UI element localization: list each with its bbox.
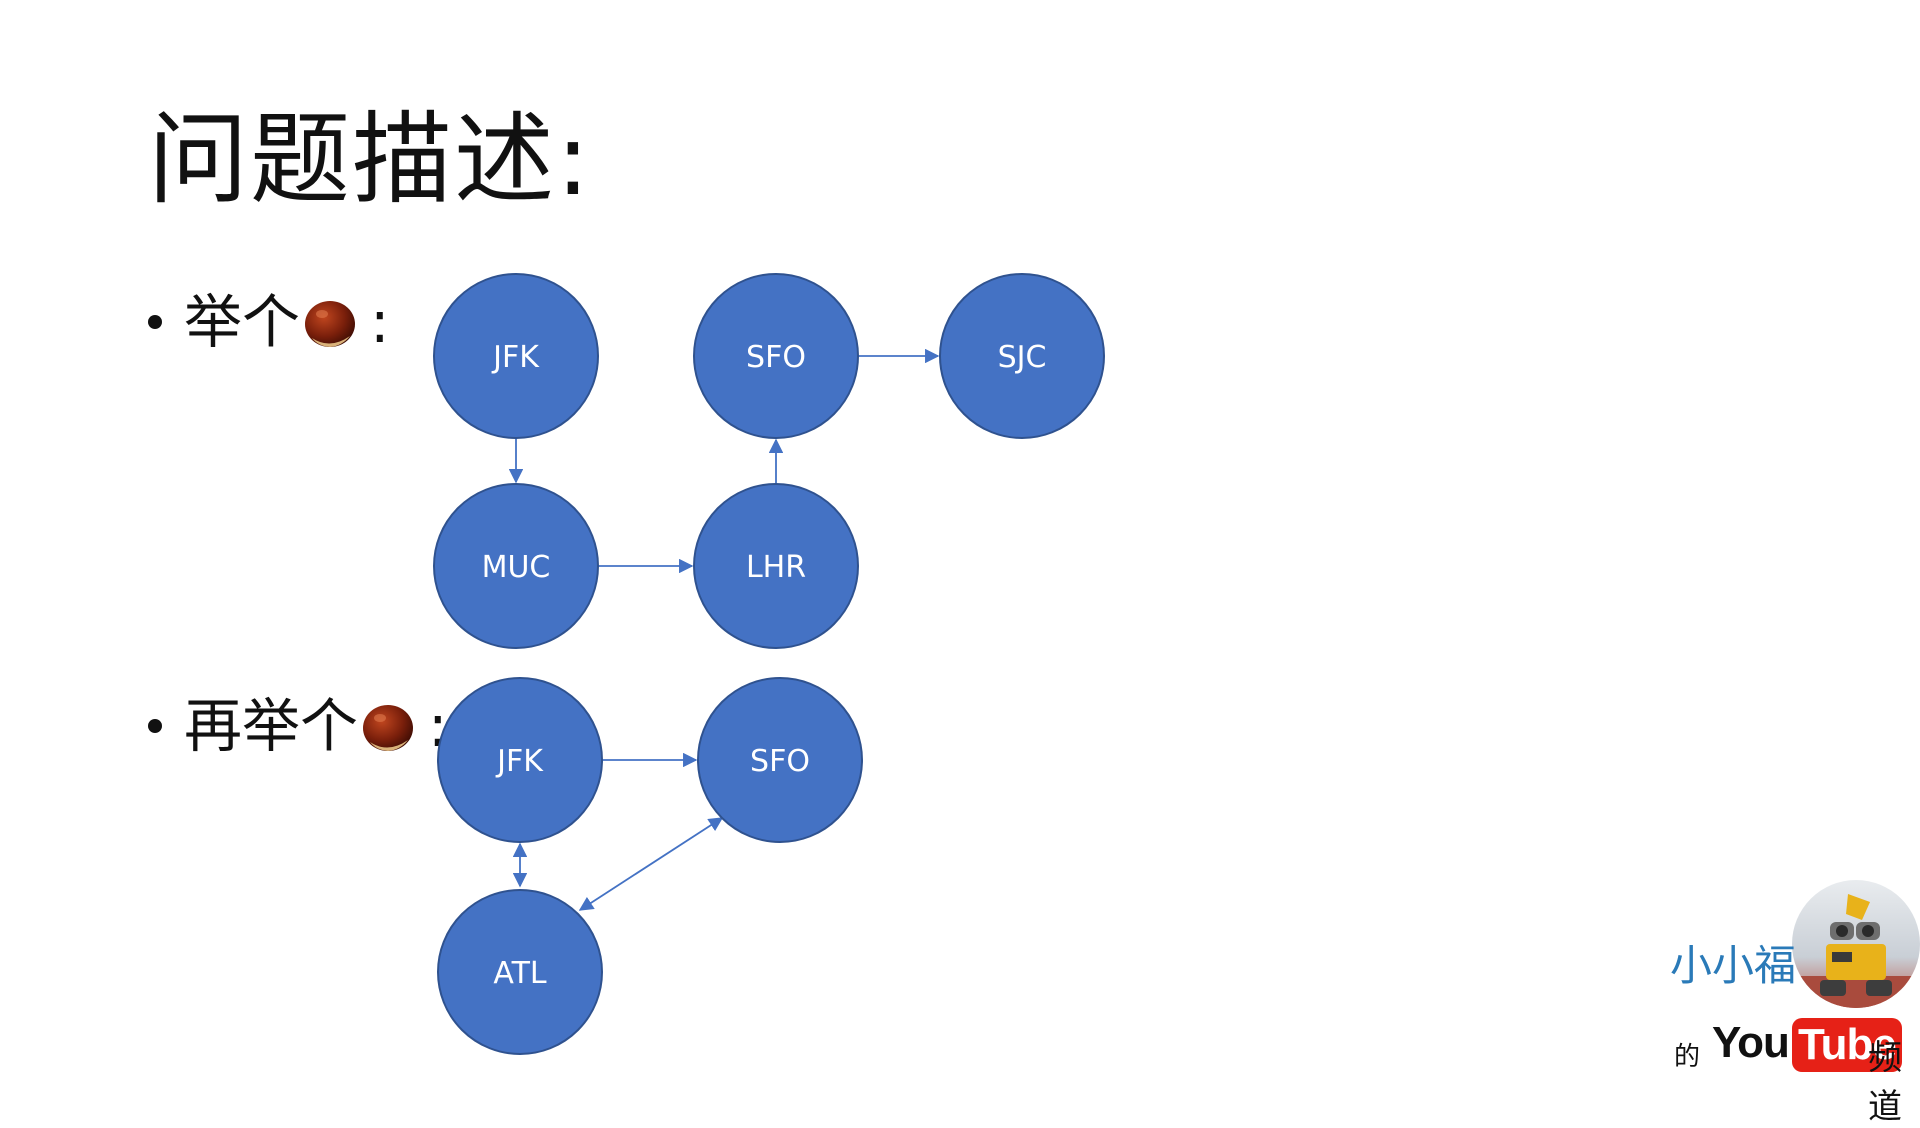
chestnut-icon — [363, 705, 414, 751]
node-label: ATL — [493, 956, 547, 991]
edge-atl-sfo — [578, 817, 724, 911]
chestnut-icon — [305, 301, 356, 347]
node-label: JFK — [491, 340, 540, 375]
youtube-logo-tube: Tube — [1792, 1018, 1902, 1072]
graph1-node-jfk: JFK — [433, 273, 599, 439]
node-label: MUC — [482, 550, 551, 585]
route-graphs: JFK SFO SJC MUC LHR JFK SFO — [433, 273, 1105, 1055]
node-label: SFO — [746, 340, 806, 375]
channel-suffix: 频道 — [1868, 1038, 1902, 1127]
bullet-dot — [148, 315, 162, 329]
slide: 问题描述: 举个 : 再举个 — [148, 101, 1920, 1127]
youtube-logo-you: You — [1712, 1018, 1790, 1067]
graph1-node-muc: MUC — [433, 483, 599, 649]
bullet-label: 再举个 — [184, 692, 359, 760]
bullet-colon: : — [370, 288, 390, 356]
robot-avatar — [1792, 880, 1920, 1008]
graph2-node-atl: ATL — [437, 889, 603, 1055]
node-label: SFO — [750, 744, 810, 779]
channel-name: 小小福 — [1670, 941, 1797, 990]
node-label: SJC — [998, 340, 1047, 375]
node-label: JFK — [495, 744, 544, 779]
node-label: LHR — [746, 550, 806, 585]
slide-title: 问题描述: — [148, 101, 592, 218]
bullet-dot — [148, 719, 162, 733]
bullet-example-1: 举个 : — [148, 282, 390, 362]
graph1-node-lhr: LHR — [693, 483, 859, 649]
channel-watermark[interactable]: 小小福 的 You Tube 频道 — [1620, 880, 1920, 1127]
graph2-node-sfo: SFO — [697, 677, 863, 843]
channel-possessive: 的 — [1674, 1042, 1701, 1072]
graph1-node-sjc: SJC — [939, 273, 1105, 439]
graph1-node-sfo: SFO — [693, 273, 859, 439]
bullet-label: 举个 — [184, 288, 301, 356]
graph2-node-jfk: JFK — [437, 677, 603, 843]
